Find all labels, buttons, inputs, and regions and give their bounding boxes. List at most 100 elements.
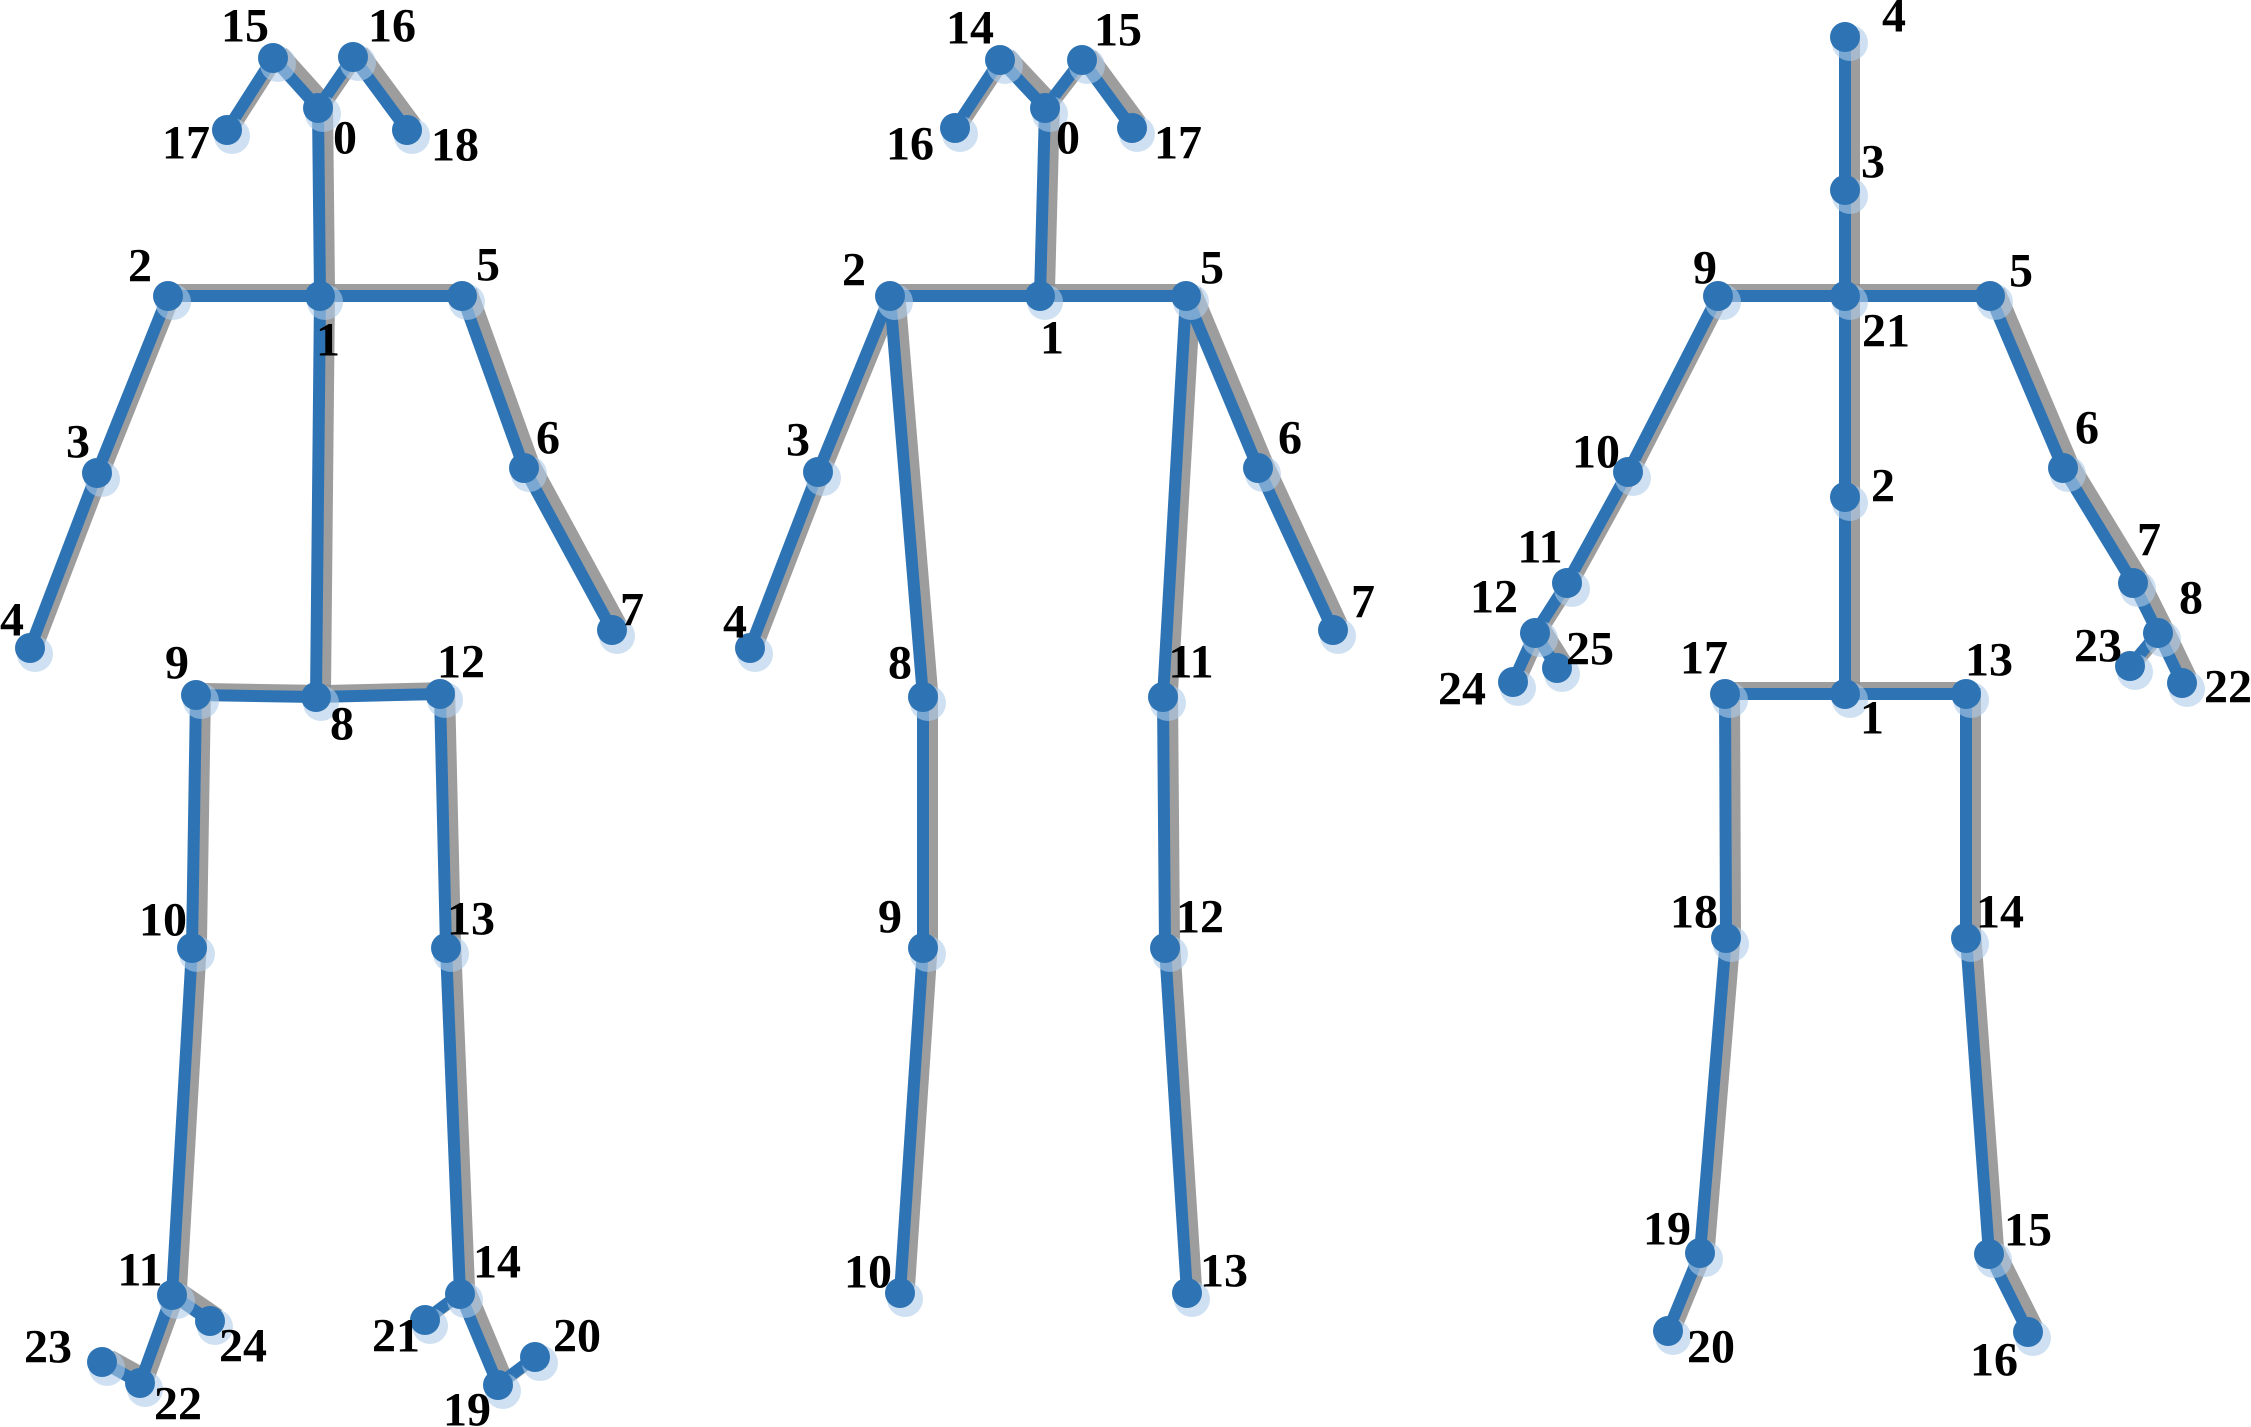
joint-label-22: 22 [154, 1378, 202, 1427]
joint-label-21: 21 [1862, 305, 1910, 358]
bone-line [1159, 942, 1193, 1299]
bone-shadow [1703, 931, 1741, 1248]
joint-label-4: 4 [723, 596, 747, 649]
joint-node-11 [1148, 682, 1178, 712]
joint-node-18 [1711, 923, 1741, 953]
joint-node-20 [520, 1342, 550, 1372]
joint-node-8 [908, 682, 938, 712]
bone-shadow [1189, 287, 1273, 465]
joint-node-7 [597, 615, 627, 645]
joint-node-10 [177, 933, 207, 963]
joint-node-6 [1243, 453, 1273, 483]
bone-line [1622, 290, 1724, 478]
bone-line [166, 942, 198, 1301]
joint-node-4 [15, 633, 45, 663]
joint-node-5 [447, 281, 477, 311]
bone-shadow [465, 287, 539, 465]
joint-node-0 [303, 93, 333, 123]
joint-node-6 [509, 453, 539, 483]
joint-node-19 [1685, 1238, 1715, 1268]
joint-label-2: 2 [1871, 460, 1895, 513]
joint-node-24 [1498, 667, 1528, 697]
bone-line [1960, 932, 1995, 1260]
bone-shadow [319, 289, 335, 692]
joint-node-1 [1025, 281, 1055, 311]
joint-label-8: 8 [2179, 572, 2203, 625]
joint-label-25: 25 [1566, 623, 1614, 676]
joint-node-15 [1067, 45, 1097, 75]
joint-node-14 [1951, 923, 1981, 953]
joint-label-7: 7 [2137, 514, 2161, 567]
joint-node-8 [2143, 618, 2173, 648]
bone-line [1157, 691, 1171, 954]
joint-node-15 [1974, 1239, 2004, 1269]
bone-line [440, 942, 466, 1300]
joint-label-16: 16 [368, 0, 416, 53]
joint-label-3: 3 [1861, 136, 1885, 189]
bone-shadow [903, 941, 938, 1288]
joint-node-3 [82, 458, 112, 488]
joint-label-24: 24 [219, 1320, 267, 1373]
joint-node-2 [875, 281, 905, 311]
joint-label-14: 14 [473, 1236, 521, 1289]
joint-label-23: 23 [24, 1321, 72, 1374]
joint-node-17 [1710, 679, 1740, 709]
joint-node-8 [301, 682, 331, 712]
bone-line [1180, 290, 1264, 474]
bone-shadow [1728, 687, 1741, 933]
bone-line [1694, 932, 1732, 1259]
joint-node-10 [885, 1278, 915, 1308]
joint-label-4: 4 [1882, 0, 1906, 43]
joint-label-7: 7 [1351, 576, 1375, 629]
joint-label-1: 1 [1040, 312, 1064, 365]
bone-line [1719, 688, 1732, 944]
joint-node-17 [1117, 113, 1147, 143]
joint-node-20 [1653, 1316, 1683, 1346]
joint-label-2: 2 [842, 244, 866, 297]
bone-line [1561, 466, 1634, 589]
joint-label-10: 10 [844, 1246, 892, 1299]
joint-label-6: 6 [1278, 412, 1302, 465]
joint-label-17: 17 [162, 117, 210, 170]
bone-shadow [1166, 289, 1201, 692]
joint-label-13: 13 [1965, 634, 2013, 687]
joint-label-19: 19 [1643, 1203, 1691, 1256]
bone-shadow [1993, 287, 2078, 465]
joint-node-14 [985, 45, 1015, 75]
bone-shadow [443, 687, 461, 943]
joint-label-9: 9 [1693, 242, 1717, 295]
bone-line [518, 462, 618, 636]
joint-node-11 [1552, 568, 1582, 598]
joint-label-1: 1 [1860, 692, 1884, 745]
joint-node-2 [1830, 482, 1860, 512]
joint-label-8: 8 [888, 637, 912, 690]
bone-line [434, 688, 452, 954]
joint-label-10: 10 [1572, 426, 1620, 479]
joint-label-24: 24 [1438, 663, 1486, 716]
joint-label-6: 6 [2075, 402, 2099, 455]
joint-node-13 [1951, 679, 1981, 709]
joint-node-6 [2048, 453, 2078, 483]
joint-label-10: 10 [139, 894, 187, 947]
bone-line [1984, 290, 2069, 474]
joint-label-11: 11 [1168, 636, 1213, 689]
joint-node-9 [908, 933, 938, 963]
joint-label-16: 16 [886, 118, 934, 171]
joint-label-16: 16 [1970, 1334, 2018, 1387]
bone-shadow [753, 463, 833, 645]
joint-label-15: 15 [2004, 1204, 2052, 1257]
joint-label-21: 21 [372, 1310, 420, 1363]
joint-label-7: 7 [620, 584, 644, 637]
joint-label-13: 13 [1200, 1245, 1248, 1298]
bone-line [1252, 462, 1339, 636]
joint-node-12 [425, 679, 455, 709]
joint-node-4 [1830, 22, 1860, 52]
bone-shadow [1166, 690, 1180, 943]
joint-label-9: 9 [165, 637, 189, 690]
bone-line [456, 290, 530, 474]
joint-node-12 [1150, 933, 1180, 963]
joint-node-17 [212, 115, 242, 145]
